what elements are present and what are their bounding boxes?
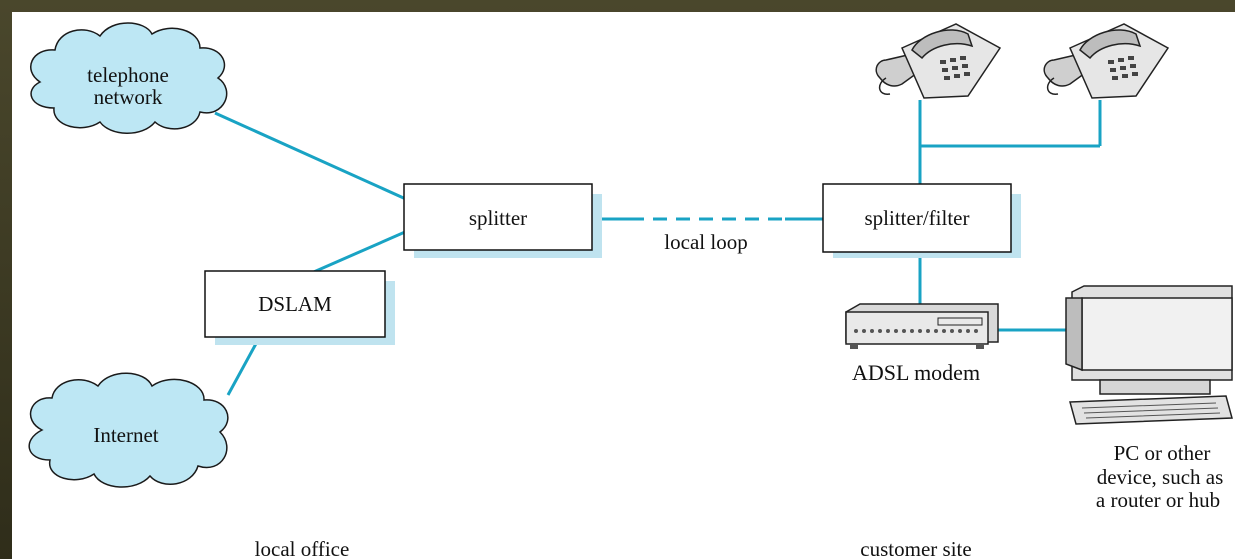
telephone-network-cloud: telephone network [30, 22, 228, 134]
splitter-label: splitter [469, 206, 527, 230]
splitter-filter-label: splitter/filter [865, 206, 970, 230]
diagram-canvas: telephone network Internet splitter DSLA… [12, 12, 1235, 559]
local-office-label: local office [255, 537, 350, 559]
adsl-modem-label: ADSL modem [852, 360, 980, 385]
internet-cloud: Internet [28, 372, 229, 488]
telephone-icon [875, 23, 1002, 99]
dslam-box: DSLAM [204, 270, 395, 345]
pc-label-line-3: a router or hub [1096, 488, 1220, 512]
connections [214, 100, 1102, 396]
adsl-modem-icon [845, 303, 999, 349]
dslam-label: DSLAM [258, 292, 332, 316]
adsl-diagram: telephone network Internet splitter DSLA… [28, 22, 1233, 559]
telephone-network-line-1: telephone [87, 63, 169, 87]
customer-site-label: customer site [860, 537, 971, 559]
telephone-network-line-2: network [94, 85, 163, 109]
telephone-icon [1043, 23, 1170, 99]
link-telephone-splitter [214, 111, 409, 202]
link-dslam-internet [226, 339, 260, 396]
local-loop-label: local loop [664, 230, 747, 254]
internet-label: Internet [93, 423, 158, 447]
splitter-box: splitter [403, 183, 602, 258]
pc-label-line-1: PC or other [1114, 441, 1211, 465]
splitter-filter-box: splitter/filter [822, 183, 1021, 258]
pc-icon [1065, 285, 1233, 425]
pc-label-line-2: device, such as [1097, 465, 1224, 489]
